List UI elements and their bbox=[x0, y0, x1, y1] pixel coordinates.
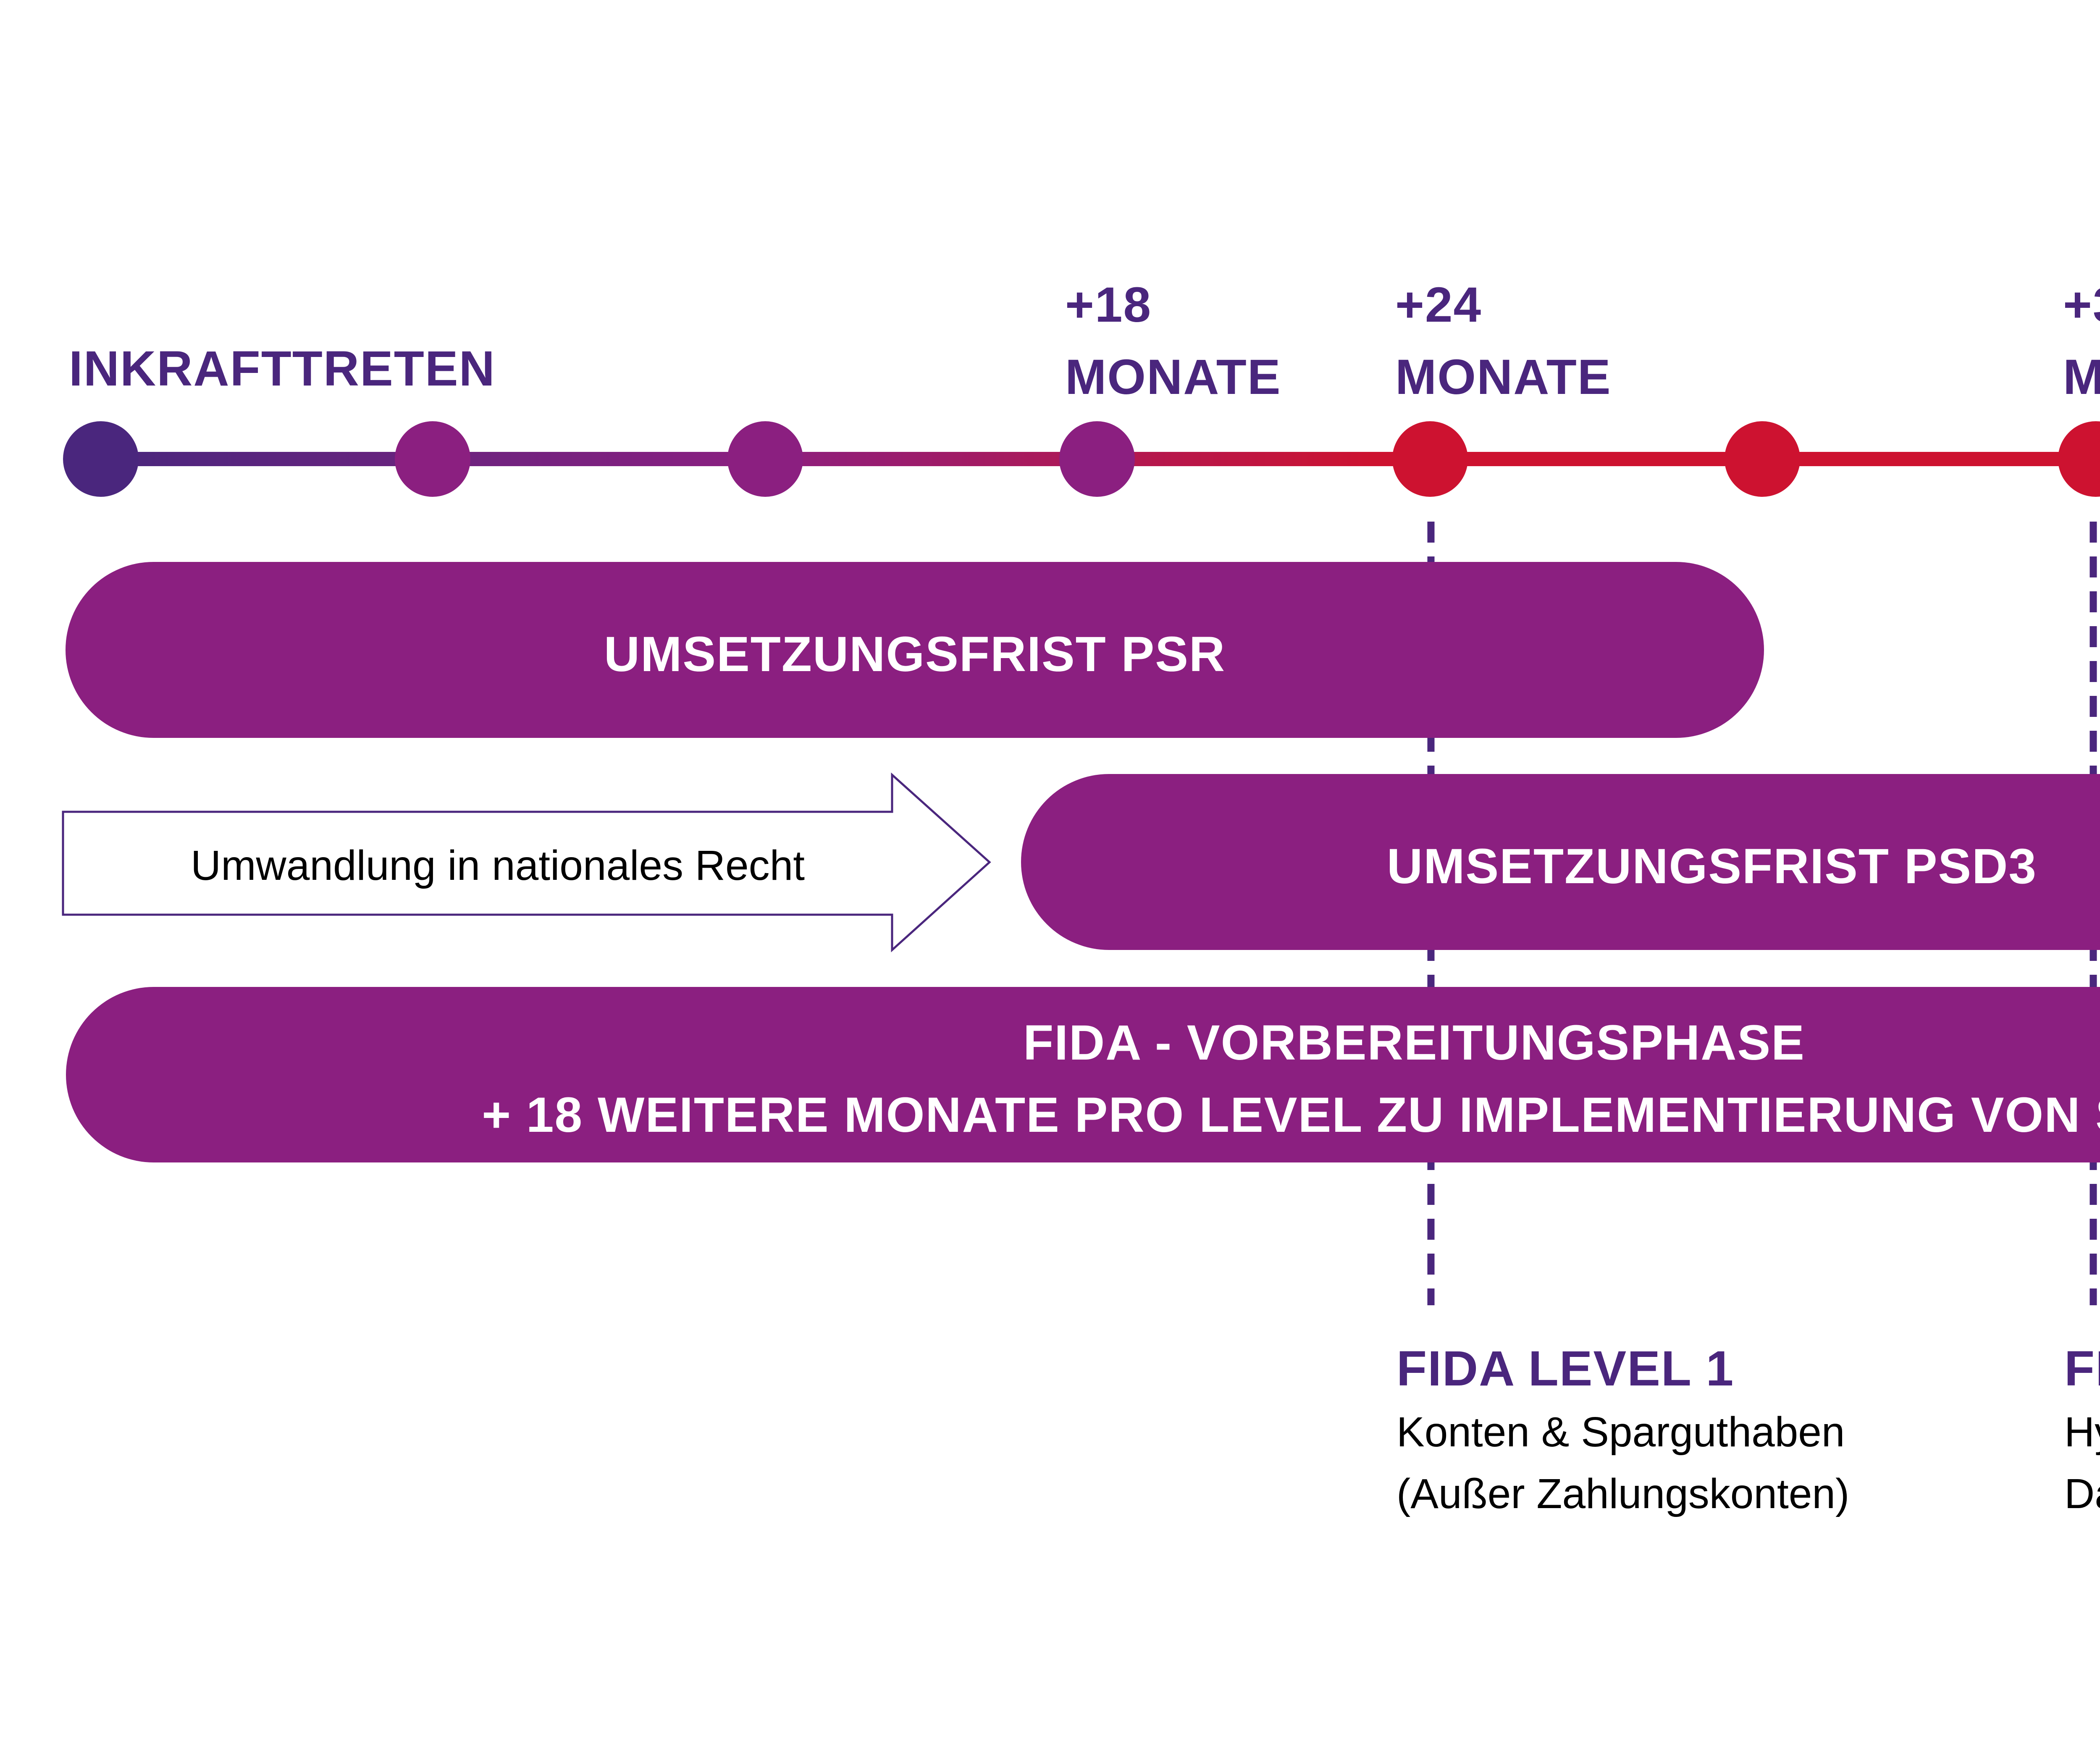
milestone-36-unit: MONATE bbox=[2063, 349, 2100, 405]
timeline-node-18 bbox=[1059, 421, 1135, 497]
fida-level-1: FIDA LEVEL 1 Konten & Sparguthaben (Auße… bbox=[1396, 1341, 1849, 1517]
milestone-24-unit: MONATE bbox=[1395, 349, 1612, 405]
fida-level-2: FIDA LEVEL 2 Hypotheken & Darlehen bbox=[2064, 1341, 2100, 1517]
fida-level-2-line: Hypotheken & bbox=[2064, 1409, 2100, 1456]
timeline-node-start bbox=[63, 421, 139, 497]
psr-bar: UMSETZUNGSFRIST PSR bbox=[66, 562, 1764, 738]
psd3-bar-label: UMSETZUNGSFRIST PSD3 bbox=[1387, 839, 2037, 894]
timeline-node bbox=[395, 421, 470, 497]
timeline-node-36 bbox=[2058, 421, 2100, 497]
fida-bar-label-line2: + 18 WEITERE MONATE PRO LEVEL ZU IMPLEME… bbox=[482, 1087, 2100, 1143]
transposition-arrow: Umwandlung in nationales Recht bbox=[62, 772, 991, 952]
milestone-18-offset: +18 bbox=[1065, 277, 1152, 333]
fida-level-1-title: FIDA LEVEL 1 bbox=[1396, 1341, 1734, 1396]
timeline-node bbox=[1725, 421, 1800, 497]
psd3-bar: UMSETZUNGSFRIST PSD3 bbox=[1021, 774, 2100, 950]
start-label: INKRAFTTRETEN bbox=[69, 341, 496, 396]
timeline-labels: INKRAFTTRETEN +18 MONATE +24 MONATE +36 … bbox=[69, 277, 2100, 405]
timeline-node-24 bbox=[1392, 421, 1468, 497]
fida-bar-label-line1: FIDA - VORBEREITUNGSPHASE bbox=[1023, 1015, 1805, 1070]
fida-level-1-line: Konten & Sparguthaben bbox=[1396, 1409, 1845, 1456]
arrow-outline-icon bbox=[62, 772, 991, 952]
fida-level-2-title: FIDA LEVEL 2 bbox=[2064, 1341, 2100, 1396]
milestone-18-unit: MONATE bbox=[1065, 349, 1281, 405]
transposition-arrow-label: Umwandlung in nationales Recht bbox=[191, 842, 805, 889]
fida-bar: FIDA - VORBEREITUNGSPHASE + 18 WEITERE M… bbox=[66, 987, 2100, 1162]
timeline-node bbox=[727, 421, 803, 497]
fida-level-2-line: Darlehen bbox=[2064, 1470, 2100, 1517]
milestone-24-offset: +24 bbox=[1395, 277, 1482, 333]
psr-bar-label: UMSETZUNGSFRIST PSR bbox=[604, 627, 1226, 682]
milestone-36-offset: +36 bbox=[2063, 277, 2100, 333]
fida-level-1-line: (Außer Zahlungskonten) bbox=[1396, 1470, 1849, 1517]
timeline-nodes bbox=[63, 421, 2100, 497]
